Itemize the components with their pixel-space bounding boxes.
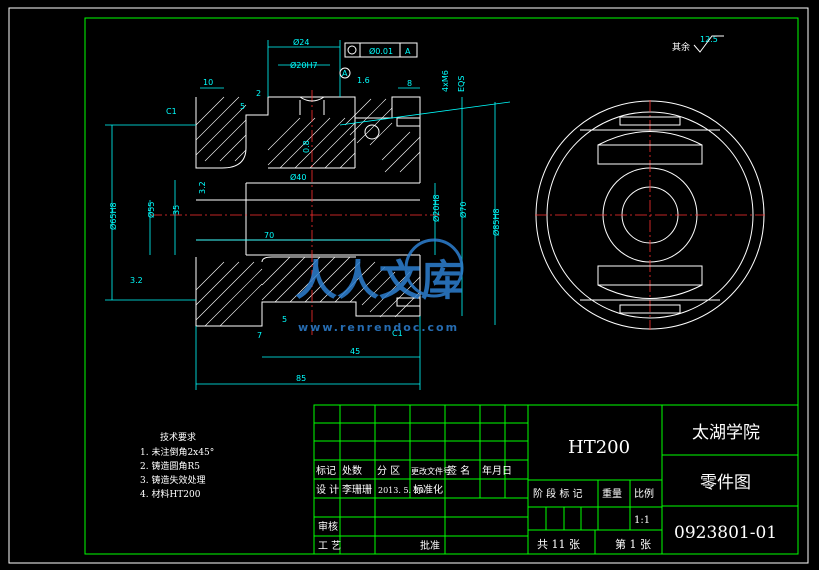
watermark-url: www.renrendoc.com [298, 321, 459, 334]
dim-5: 5 [240, 102, 245, 111]
dim-d65h8: Ø65H8 [108, 202, 118, 230]
end-view [535, 100, 765, 330]
dim-d40: Ø40 [290, 172, 306, 182]
tech-item-3: 3. 铸造失效处理 [140, 474, 205, 486]
tech-item-4: 4. 材料HT200 [140, 488, 201, 500]
header-sign: 签 名 [447, 464, 470, 477]
dim-len70: 70 [264, 231, 274, 240]
watermark-brand: 人人文库 [295, 256, 463, 305]
title-block [313, 404, 799, 555]
scale-header: 比例 [634, 487, 654, 500]
watermark: 人人文库 www.renrendoc.com [295, 238, 464, 334]
dim-8: 8 [407, 79, 412, 88]
sheet-number: 第 1 张 [615, 537, 651, 551]
rough-16: 1.6 [357, 76, 370, 85]
stage-mark-header: 阶 段 标 记 [533, 487, 583, 500]
dim-35: 35 [172, 205, 181, 215]
scale-value: 1:1 [634, 515, 650, 526]
tol-flatness: Ø0.01 [369, 46, 393, 56]
tol-datum: A [405, 47, 411, 56]
standardization-label: 标准化 [413, 483, 443, 496]
outer-border [8, 7, 809, 564]
drawing-number: 0923801-01 [674, 523, 777, 543]
header-change-doc: 更改文件号 [411, 466, 451, 476]
tech-item-2: 2. 铸造圆角R5 [140, 460, 200, 472]
section-outline-bottom [195, 255, 421, 327]
sheets-total: 共 11 张 [537, 538, 580, 551]
dim-2a: 2 [256, 89, 261, 98]
dimension-lines [105, 40, 511, 390]
dim-7: 7 [257, 331, 262, 340]
tolerance-frame [344, 42, 418, 58]
chamfer-c1-top: C1 [166, 107, 177, 116]
dim-d70: Ø70 [458, 202, 468, 218]
dim-10: 10 [203, 78, 213, 87]
rest-label: 其余 [672, 41, 690, 53]
dim-d20h7: Ø20H7 [290, 60, 318, 70]
review-label: 审核 [318, 520, 338, 533]
header-date: 年月日 [482, 464, 512, 477]
dim-d24: Ø24 [293, 37, 309, 47]
eqs-label: EQS [457, 76, 466, 92]
dim-d55: Ø55 [146, 202, 156, 218]
rough-08: 0.8 [302, 140, 311, 153]
top-slot [299, 96, 325, 115]
approve-label: 批准 [420, 539, 440, 552]
section-hatching [195, 96, 421, 327]
concentricity-icon [347, 45, 357, 55]
rough-32b: 3.2 [130, 276, 143, 285]
thread-spec: 4xM6 [441, 70, 450, 92]
thread-hole-top [396, 117, 421, 127]
designer-name: 李珊珊 [342, 483, 372, 496]
school-name: 太湖学院 [692, 423, 760, 443]
weight-header: 重量 [602, 487, 622, 500]
process-label: 工 艺 [318, 540, 341, 552]
dim-d85h8: Ø85H8 [491, 208, 501, 236]
header-zone: 分 区 [377, 465, 400, 477]
rough-32: 3.2 [198, 181, 207, 194]
datum-label: A [342, 69, 348, 78]
roughness-symbol-icon [693, 35, 724, 53]
watermark-logo-icon [404, 238, 464, 298]
datum-circle-icon [339, 67, 351, 79]
pin-hole [364, 124, 380, 140]
chamfer-c1-bottom: C1 [392, 329, 403, 338]
material-text: HT200 [568, 437, 630, 458]
thread-hole-bottom [396, 297, 421, 307]
tech-item-1: 1. 未注倒角2x45° [140, 446, 214, 458]
dim-len85: 85 [296, 374, 306, 383]
tech-title: 技术要求 [160, 431, 196, 443]
header-mark: 标记 [316, 465, 336, 477]
design-date: 2013. 5. 20 [378, 486, 424, 495]
design-label: 设 计 [316, 483, 339, 496]
header-count: 处数 [342, 464, 362, 477]
dim-5b: 5 [282, 315, 287, 324]
dim-len45: 45 [350, 347, 360, 356]
hub-bore [245, 167, 420, 263]
drawing-type: 零件图 [700, 473, 751, 493]
dim-d20h8: Ø20H8 [431, 194, 441, 222]
section-outline-top [195, 96, 421, 183]
